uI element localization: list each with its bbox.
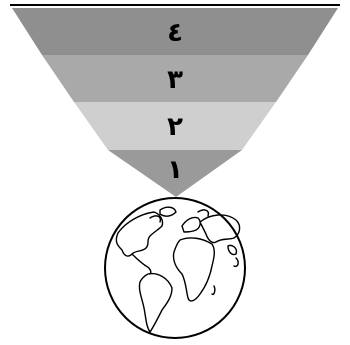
level-3-label: ٣ [167, 65, 183, 95]
level-4-label: ٤ [167, 18, 183, 48]
earth-globe-icon [105, 198, 245, 338]
level-1-label: ١ [167, 155, 183, 185]
level-2-label: ٢ [167, 112, 183, 142]
